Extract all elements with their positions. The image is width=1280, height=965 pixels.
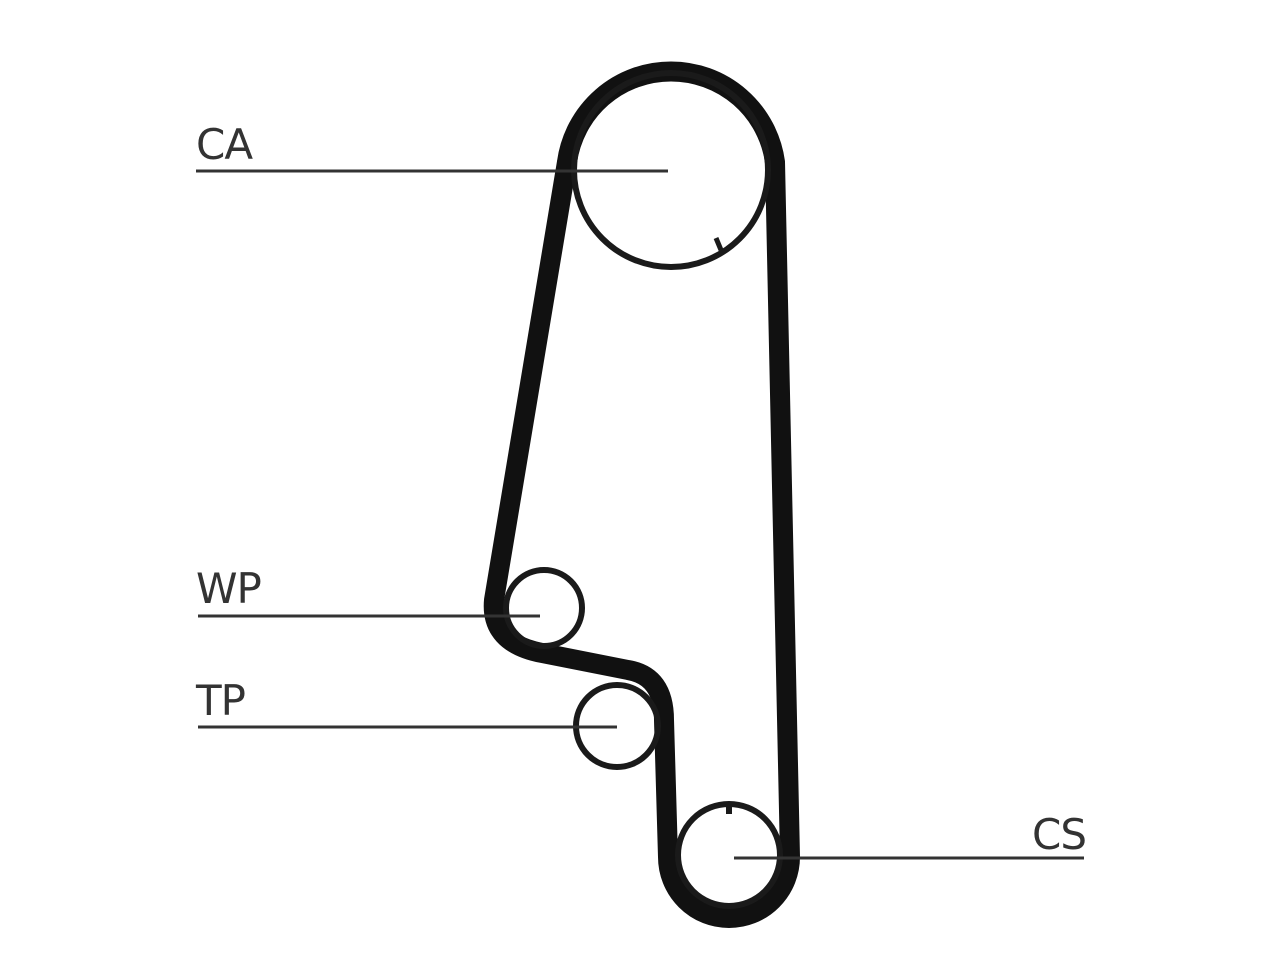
- camshaft-label: CA: [196, 120, 253, 169]
- crankshaft-pulley: [675, 801, 783, 909]
- timing-belt: [483, 61, 800, 928]
- tensioner-label: TP: [196, 676, 246, 725]
- camshaft-timing-mark: [713, 237, 724, 251]
- water-pump-pulley: [503, 567, 585, 649]
- water-pump-label: WP: [196, 564, 262, 613]
- crankshaft-label: CS: [1032, 810, 1087, 859]
